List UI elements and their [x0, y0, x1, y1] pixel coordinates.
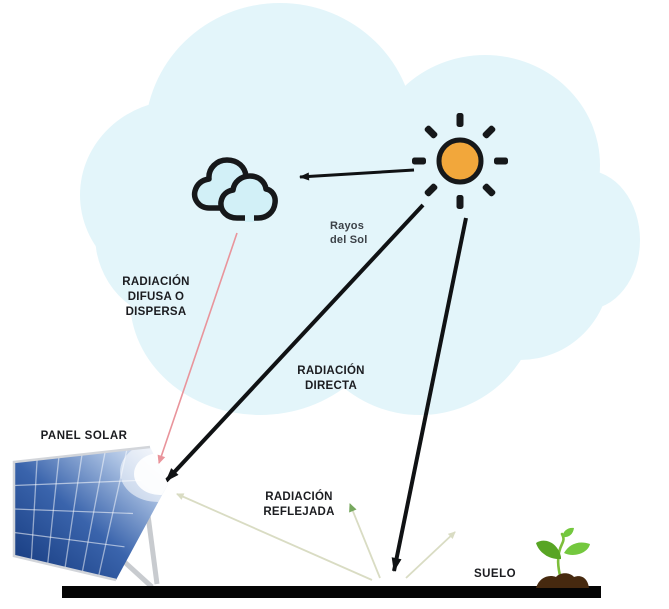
plant-leaf-right: [564, 542, 590, 555]
radiacion-reflejada-left-arrow: [176, 493, 373, 581]
panel-glare: [134, 453, 168, 495]
radiacion-directa-suelo-arrow: [391, 217, 468, 572]
sun-ray: [482, 183, 496, 197]
solar-panel: [12, 445, 168, 589]
cloud-front: [218, 173, 278, 221]
sky-cloud-background: [80, 3, 640, 415]
clouds-icon: [191, 157, 278, 222]
sun-ray: [494, 157, 508, 165]
panel-grid-line: [14, 508, 134, 515]
sun-ray: [456, 113, 464, 127]
label-suelo: SUELO: [473, 568, 517, 580]
label-radiacion-difusa: RADIACIÓN DIFUSA O DISPERSA: [122, 276, 190, 318]
radiacion-difusa-arrow: [157, 232, 238, 464]
radiacion-directa-panel-arrow: [164, 203, 425, 483]
panel-grid-line: [14, 531, 125, 548]
sun-ray: [412, 157, 426, 165]
ground-line: [62, 586, 601, 598]
panel-grid: [14, 447, 168, 577]
sun-to-clouds-arrow: [299, 168, 415, 181]
plant-leaf-left: [536, 540, 561, 560]
label-radiacion-reflejada: RADIACIÓN REFLEJADA: [263, 491, 335, 518]
sun-ray: [424, 183, 438, 197]
panel-frame: [12, 445, 151, 582]
label-panel-solar: PANEL SOLAR: [40, 430, 128, 442]
radiacion-reflejada-middle-arrow: [349, 503, 381, 579]
sun-ray: [482, 125, 496, 139]
label-rayos-del-sol: Rayos del Sol: [330, 220, 368, 246]
panel-grid-line: [14, 479, 142, 487]
sun-rays: [412, 113, 508, 209]
sky-blob-lobe: [430, 180, 610, 360]
plant-soil: [536, 573, 589, 588]
cloud-outline-gap: [245, 213, 254, 222]
label-radiacion-directa: RADIACIÓN DIRECTA: [297, 365, 365, 392]
sun-icon: [412, 113, 508, 209]
plant-leaf-top: [562, 527, 574, 538]
seedling-icon: [536, 527, 590, 588]
sun-disc: [436, 137, 484, 185]
radiacion-reflejada-right-arrow: [405, 531, 456, 579]
sun-ray: [424, 125, 438, 139]
sun-ray: [456, 195, 464, 209]
